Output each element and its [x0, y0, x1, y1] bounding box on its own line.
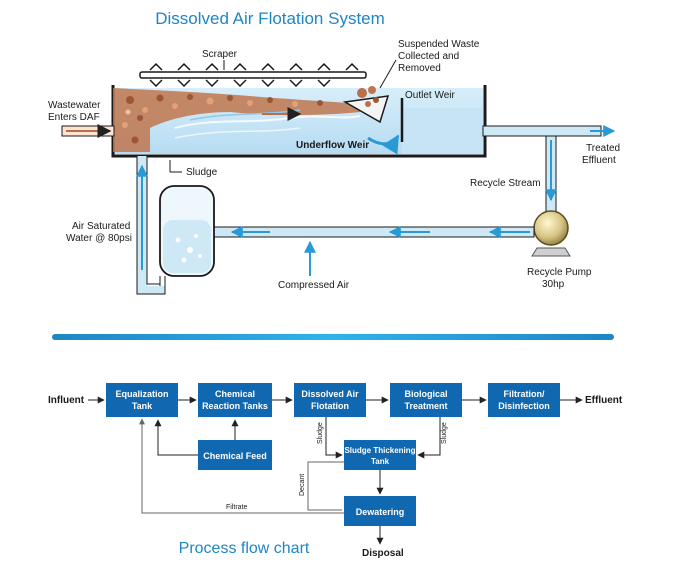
- equalization-text-1: Equalization: [115, 389, 168, 399]
- effluent-label: Effluent: [585, 395, 623, 406]
- compressed-air-label: Compressed Air: [278, 280, 350, 291]
- treated-effluent-label-1: Treated: [586, 143, 620, 154]
- chemical-feed-box: [198, 440, 272, 470]
- wastewater-label-2: Enters DAF: [48, 112, 100, 123]
- sludge-label: Sludge: [186, 167, 218, 178]
- suspended-waste-label-2: Collected and: [398, 51, 459, 62]
- air-saturation-tank: [159, 185, 215, 277]
- dewatering-box: [344, 496, 416, 526]
- daf-text-2: Flotation: [311, 401, 349, 411]
- daf-tank: [111, 85, 487, 158]
- scraper: [139, 62, 367, 88]
- chemical-reaction-text-1: Chemical: [215, 389, 255, 399]
- sludge-right-label: Sludge: [441, 422, 448, 444]
- recycle-pump-label-2: 30hp: [542, 279, 565, 290]
- suspended-waste-label-3: Removed: [398, 63, 441, 74]
- daf-text-1: Dissolved Air: [301, 389, 359, 399]
- influent-label: Influent: [48, 395, 85, 406]
- recycle-stream-label: Recycle Stream: [470, 178, 541, 189]
- sludge-left-label: Sludge: [317, 422, 324, 444]
- sludge-layer: [113, 88, 360, 152]
- biological-treatment-box: [390, 383, 462, 417]
- filtrate-label: Filtrate: [226, 504, 248, 511]
- decant-label: Decant: [299, 474, 306, 496]
- chemical-reaction-box: [198, 383, 272, 417]
- wastewater-label-1: Wastewater: [48, 100, 101, 111]
- flowchart-title: Process flow chart: [179, 540, 310, 557]
- dewatering-text: Dewatering: [356, 507, 405, 517]
- daf-box: [294, 383, 366, 417]
- biological-text-1: Biological: [404, 389, 447, 399]
- sludge-thickening-box: [344, 440, 416, 470]
- section-divider: [52, 334, 614, 340]
- process-flow-chart: Influent Equalization Tank Chemical Reac…: [48, 383, 623, 559]
- effluent-pipe: [482, 125, 602, 137]
- sludge-thickening-text-2: Tank: [371, 457, 390, 466]
- outlet-chamber: [402, 108, 483, 154]
- underflow-arrow: [367, 134, 400, 155]
- equalization-text-2: Tank: [132, 401, 153, 411]
- recycle-pump: [531, 210, 571, 257]
- filtration-text-2: Disinfection: [498, 401, 550, 411]
- air-saturated-label-1: Air Saturated: [72, 221, 130, 232]
- sludge-thickening-text-1: Sludge Thickening: [344, 446, 415, 455]
- filtration-box: [488, 383, 560, 417]
- suspended-waste-label-1: Suspended Waste: [398, 39, 480, 50]
- diagram-title: Dissolved Air Flotation System: [155, 9, 385, 28]
- treated-effluent-label-2: Effluent: [582, 155, 616, 166]
- biological-text-2: Treatment: [404, 401, 447, 411]
- chemical-feed-text: Chemical Feed: [203, 451, 267, 461]
- air-saturated-label-2: Water @ 80psi: [66, 233, 132, 244]
- outlet-weir-label: Outlet Weir: [405, 90, 455, 101]
- underflow-weir-label: Underflow Weir: [296, 140, 369, 151]
- disposal-label: Disposal: [362, 548, 404, 559]
- chemical-reaction-text-2: Reaction Tanks: [202, 401, 268, 411]
- recycle-pump-label-1: Recycle Pump: [527, 267, 592, 278]
- equalization-tank-box: [106, 383, 178, 417]
- scraper-label: Scraper: [202, 49, 238, 60]
- filtration-text-1: Filtration/: [504, 389, 545, 399]
